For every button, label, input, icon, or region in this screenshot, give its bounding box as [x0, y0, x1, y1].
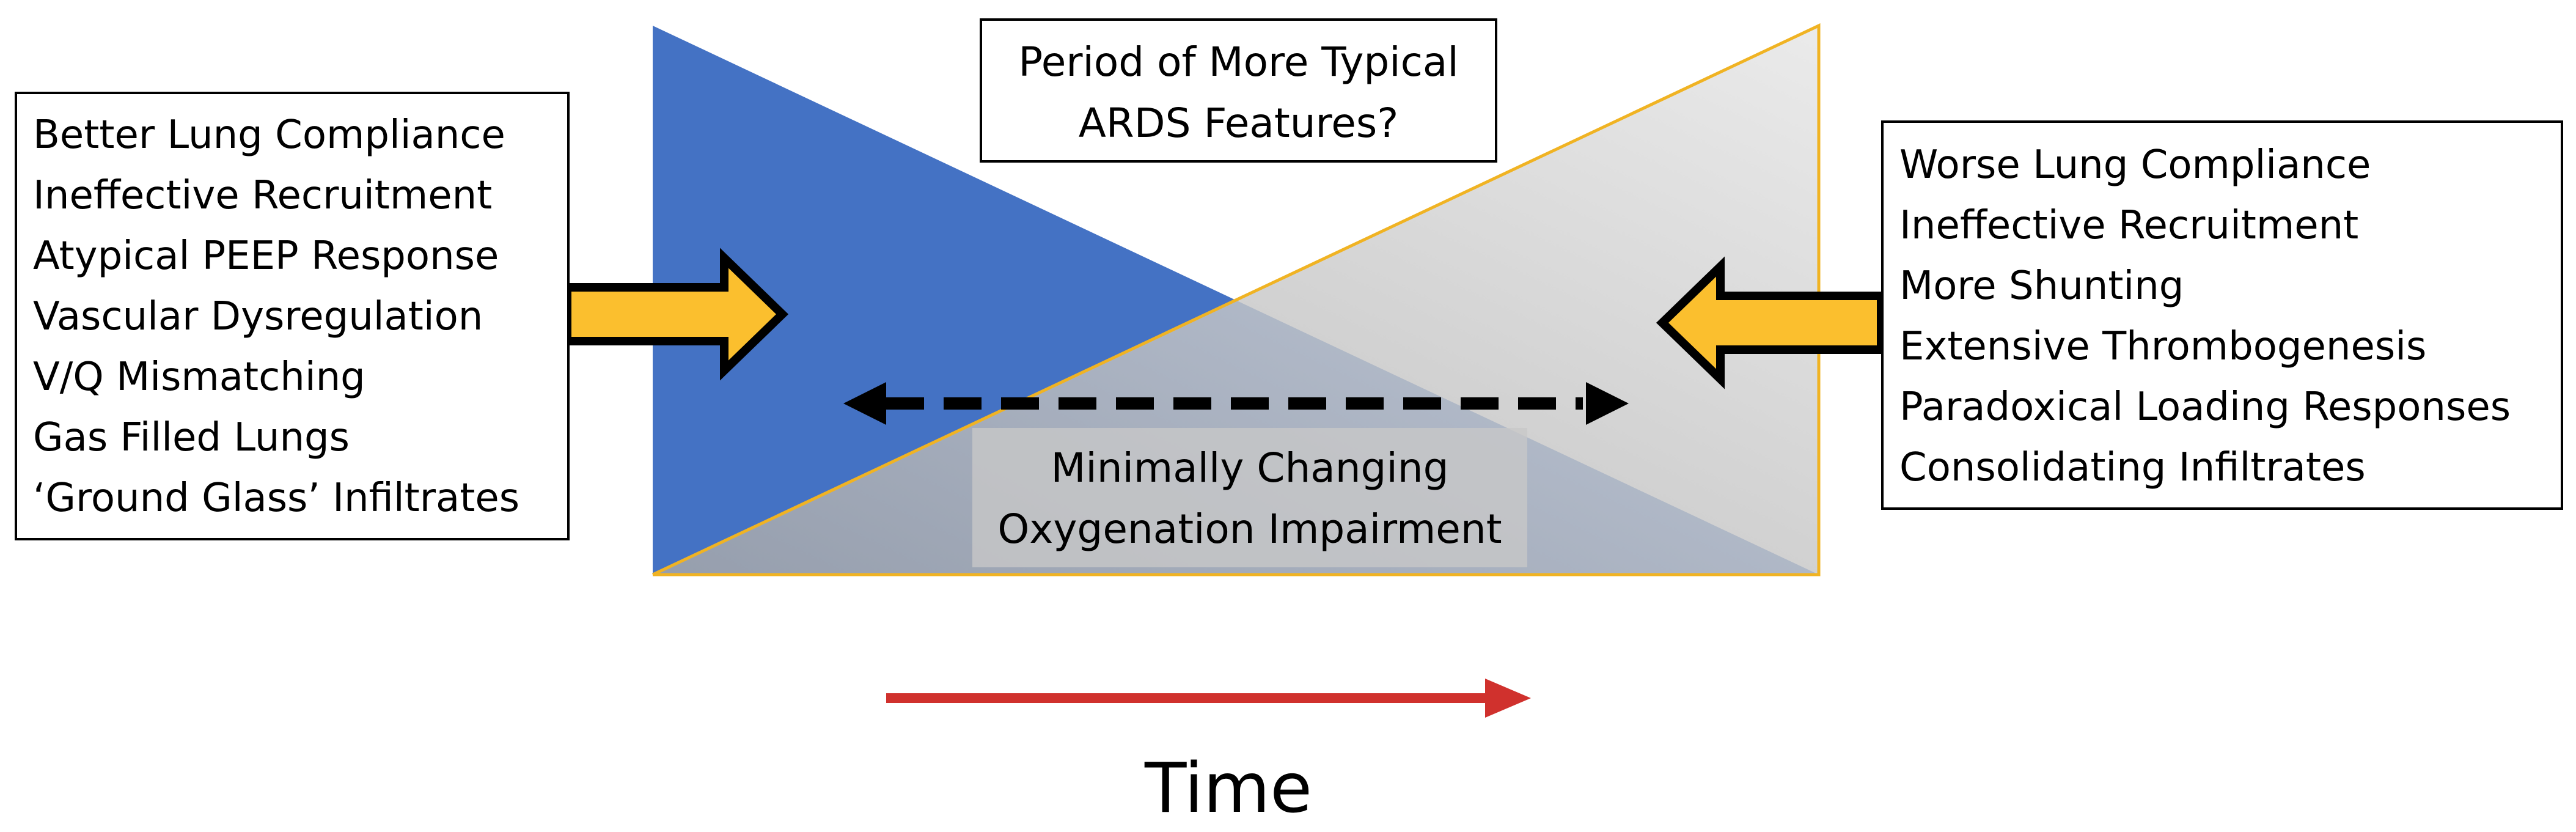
right-feature-item: Paradoxical Loading Responses — [1899, 385, 2511, 430]
right-feature-item: More Shunting — [1899, 263, 2184, 309]
right-feature-item: Worse Lung Compliance — [1899, 142, 2371, 188]
left-feature-item: Atypical PEEP Response — [33, 234, 499, 279]
typical-ards-period-box: Period of More Typical ARDS Features? — [980, 18, 1497, 163]
left-feature-item: Ineffective Recruitment — [33, 173, 493, 218]
arrow-right-icon — [886, 679, 1531, 718]
oxygenation-impairment-label: Minimally Changing Oxygenation Impairmen… — [972, 428, 1527, 567]
right-feature-item: Extensive Thrombogenesis — [1899, 324, 2427, 369]
left-feature-item: Vascular Dysregulation — [33, 294, 483, 339]
center-label-line-2: Oxygenation Impairment — [997, 506, 1502, 553]
early-phase-features-box: Better Lung Compliance Ineffective Recru… — [15, 92, 570, 540]
left-feature-item: ‘Ground Glass’ Infiltrates — [33, 476, 520, 521]
top-label-line-2: ARDS Features? — [1078, 100, 1399, 147]
right-feature-item: Consolidating Infiltrates — [1899, 445, 2366, 490]
block-arrow-left-icon — [1656, 256, 1885, 389]
left-feature-item: V/Q Mismatching — [33, 355, 365, 400]
left-feature-item: Better Lung Compliance — [33, 112, 505, 158]
block-arrow-right-icon — [563, 248, 789, 381]
late-phase-features-box: Worse Lung Compliance Ineffective Recrui… — [1881, 120, 2563, 510]
right-feature-item: Ineffective Recruitment — [1899, 203, 2359, 248]
double-headed-dashed-arrow-icon — [843, 382, 1629, 425]
left-feature-item: Gas Filled Lungs — [33, 415, 350, 460]
center-label-line-1: Minimally Changing — [1051, 444, 1449, 491]
top-label-line-1: Period of More Typical — [1018, 39, 1459, 86]
time-axis-label: Time — [1144, 749, 1313, 828]
